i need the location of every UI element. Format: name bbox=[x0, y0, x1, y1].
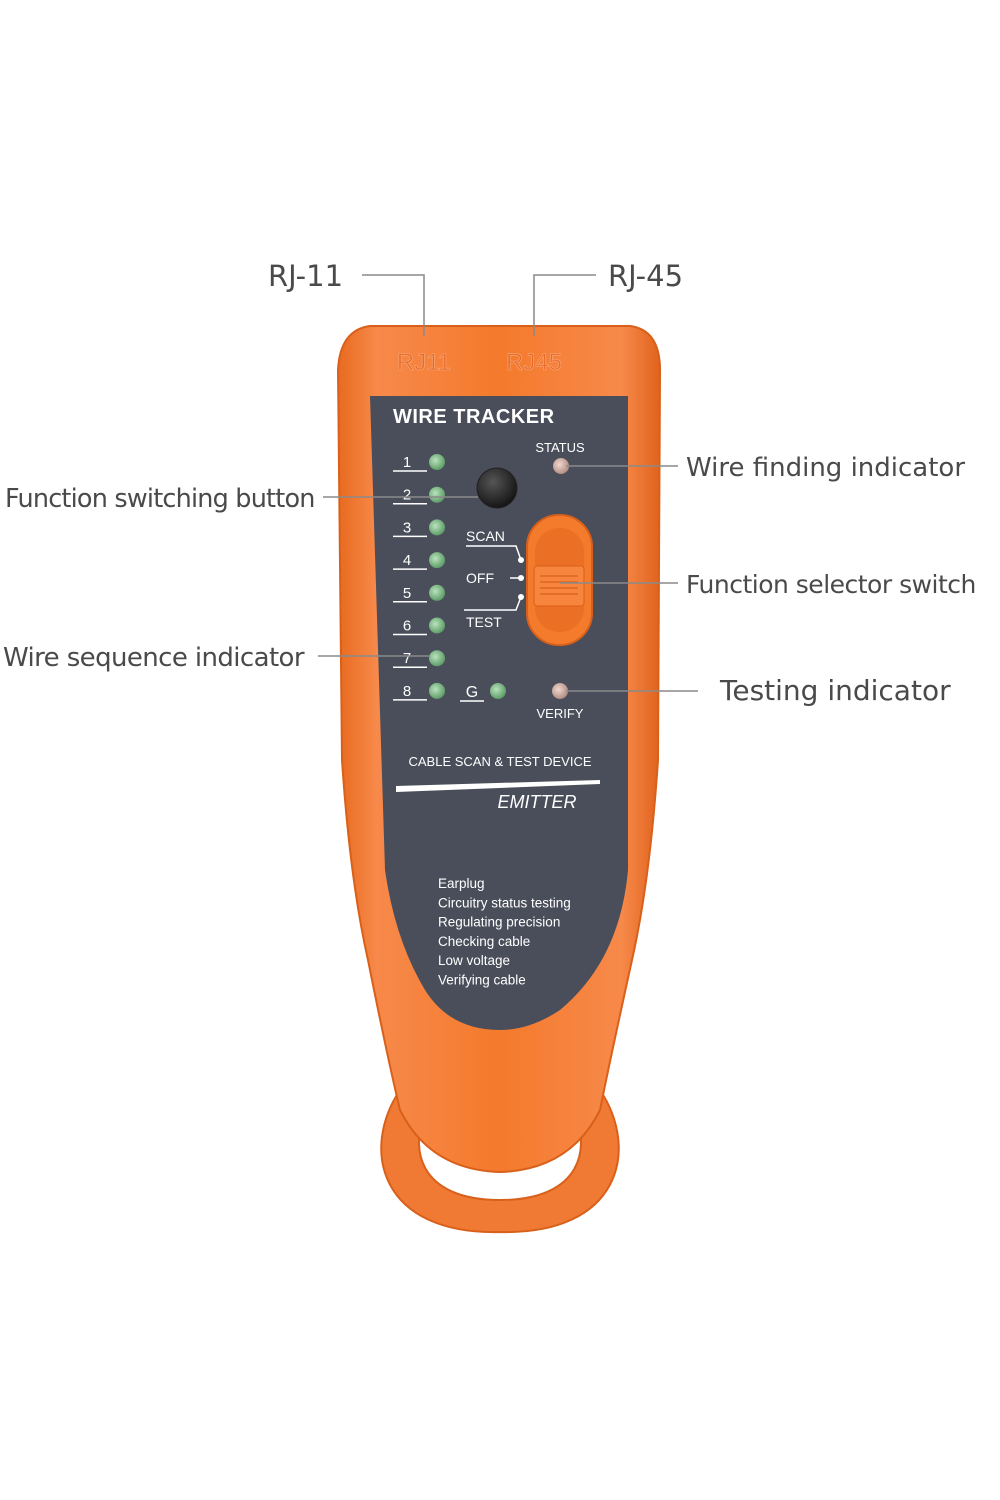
wire-number-2: 2 bbox=[403, 487, 411, 504]
wire-number-6: 6 bbox=[403, 618, 411, 635]
switch-dot-scan bbox=[518, 557, 524, 563]
wire-number-1: 1 bbox=[403, 454, 411, 471]
feature-item: Low voltage bbox=[438, 953, 510, 968]
switch-dot-test bbox=[518, 594, 524, 600]
switch-label-off: OFF bbox=[466, 570, 494, 586]
ground-label: G bbox=[466, 684, 478, 701]
switch-label-test: TEST bbox=[466, 614, 502, 630]
callout-wire-finding: Wire finding indicator bbox=[686, 453, 965, 483]
switch-label-scan: SCAN bbox=[466, 528, 505, 544]
callout-rj11: RJ-11 bbox=[268, 259, 343, 293]
switch-dot-off bbox=[518, 575, 524, 581]
callout-rj45: RJ-45 bbox=[608, 259, 683, 293]
feature-item: Checking cable bbox=[438, 934, 530, 949]
wire-number-3: 3 bbox=[403, 519, 411, 536]
device-subtitle: CABLE SCAN & TEST DEVICE bbox=[408, 754, 591, 769]
wire-led-2 bbox=[429, 486, 445, 503]
port-label-rj45: RJ45 bbox=[506, 349, 562, 376]
port-label-rj11: RJ11 bbox=[397, 349, 451, 376]
verify-label: VERIFY bbox=[537, 706, 584, 721]
callout-function-button: Function switching button bbox=[5, 484, 315, 514]
feature-item: Regulating precision bbox=[438, 915, 560, 930]
function-switching-button[interactable] bbox=[476, 467, 518, 509]
wire-number-8: 8 bbox=[403, 683, 411, 700]
emitter-swoosh bbox=[396, 780, 600, 792]
callout-selector-switch: Function selector switch bbox=[686, 570, 976, 599]
wire-led-5 bbox=[429, 584, 445, 601]
wire-led-8 bbox=[429, 682, 445, 699]
wire-sequence-leds: 1 2 3 4 5 6 7 8 bbox=[393, 454, 445, 701]
leader-rj45 bbox=[533, 274, 596, 336]
wire-led-1 bbox=[429, 454, 445, 470]
selector-switch-knob[interactable] bbox=[533, 565, 585, 607]
wire-led-7 bbox=[429, 650, 445, 667]
hanging-loop bbox=[380, 1088, 620, 1234]
device-model: EMITTER bbox=[498, 792, 577, 812]
feature-item: Verifying cable bbox=[438, 973, 526, 988]
callout-testing: Testing indicator bbox=[719, 674, 951, 707]
status-label: STATUS bbox=[535, 440, 585, 455]
leader-rj11 bbox=[362, 274, 425, 336]
ground-led bbox=[490, 683, 506, 699]
feature-item: Circuitry status testing bbox=[438, 895, 571, 910]
status-led bbox=[553, 458, 569, 474]
wire-led-3 bbox=[429, 519, 445, 536]
verify-led bbox=[552, 683, 568, 699]
feature-item: Earplug bbox=[438, 876, 485, 891]
wire-led-6 bbox=[429, 617, 445, 634]
wire-number-4: 4 bbox=[403, 552, 411, 569]
wire-number-5: 5 bbox=[403, 585, 411, 602]
wire-led-4 bbox=[429, 552, 445, 569]
callout-wire-sequence: Wire sequence indicator bbox=[3, 643, 305, 673]
wire-number-7: 7 bbox=[403, 650, 411, 667]
panel-title: WIRE TRACKER bbox=[393, 406, 555, 428]
